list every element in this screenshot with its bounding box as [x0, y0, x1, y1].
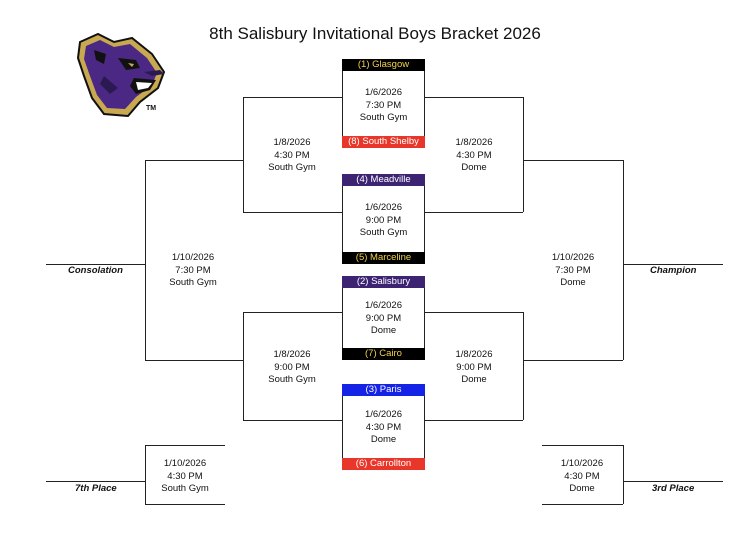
connector	[623, 481, 723, 482]
connector	[145, 160, 146, 360]
connector	[623, 264, 723, 265]
bracket-title: 8th Salisbury Invitational Boys Bracket …	[209, 24, 541, 43]
connector	[623, 445, 624, 504]
connector	[424, 312, 523, 313]
panther-logo	[74, 28, 170, 120]
team-slot: (6) Carrollton	[342, 458, 425, 470]
connector	[424, 97, 523, 98]
champion-label: Champion	[650, 265, 697, 276]
connector	[523, 160, 623, 161]
team-slot: (1) Glasgow	[342, 59, 425, 71]
connector	[243, 420, 342, 421]
team-slot: (3) Paris	[342, 384, 425, 396]
connector	[145, 504, 225, 505]
connector	[623, 160, 624, 360]
connector	[542, 445, 623, 446]
team-slot: (4) Meadville	[342, 174, 425, 186]
panther-head-icon	[76, 32, 166, 118]
team-slot: (8) South Shelby	[342, 136, 425, 148]
connector	[145, 160, 243, 161]
team-slot: (7) Cairo	[342, 348, 425, 360]
third-place-label: 3rd Place	[652, 483, 695, 494]
connector	[145, 445, 225, 446]
connector	[243, 212, 342, 213]
game-box	[342, 174, 425, 264]
connector	[145, 360, 243, 361]
team-slot: (5) Marceline	[342, 252, 425, 264]
connector	[243, 97, 244, 212]
trademark-mark: TM	[146, 105, 157, 112]
connector	[424, 420, 523, 421]
connector	[145, 445, 146, 504]
consolation-label: Consolation	[68, 265, 123, 276]
connector	[46, 481, 145, 482]
connector	[424, 212, 523, 213]
game-box	[342, 384, 425, 470]
connector	[243, 97, 342, 98]
team-slot: (2) Salisbury	[342, 276, 425, 288]
connector	[523, 97, 524, 212]
connector	[243, 312, 244, 420]
connector	[243, 312, 342, 313]
connector	[46, 264, 145, 265]
connector	[542, 504, 623, 505]
seventh-place-label: 7th Place	[75, 483, 117, 494]
connector	[523, 312, 524, 420]
connector	[523, 360, 623, 361]
